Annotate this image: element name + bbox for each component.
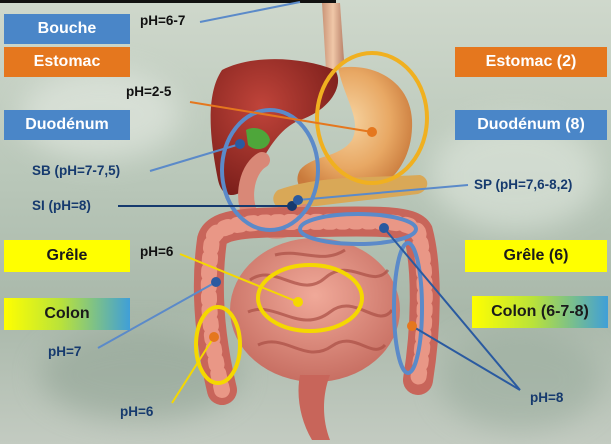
- label-grele-right: Grêle (6): [465, 240, 607, 272]
- annotation-si: SI (pH=8): [32, 198, 91, 213]
- annotation-ph-mouth: pH=6-7: [140, 13, 185, 28]
- label-bouche: Bouche: [4, 14, 130, 44]
- pointer-dot: [209, 332, 219, 342]
- annotation-ph-small-intestine: pH=6: [140, 244, 173, 259]
- label-grele: Grêle: [4, 240, 130, 272]
- leader-line: [200, 2, 300, 22]
- label-estomac: Estomac: [4, 47, 130, 77]
- pointer-dot: [367, 127, 377, 137]
- annotation-ph-colon-left: pH=7: [48, 344, 81, 359]
- annotation-ph-colon-lower: pH=6: [120, 404, 153, 419]
- label-duodenum-right: Duodénum (8): [455, 110, 607, 140]
- label-colon-right: Colon (6-7-8): [472, 296, 608, 328]
- pointer-dot: [211, 277, 221, 287]
- label-duodenum: Duodénum: [4, 110, 130, 140]
- esophagus: [322, 3, 344, 70]
- pointer-dot: [293, 297, 303, 307]
- pointer-dot: [407, 321, 417, 331]
- annotation-ph-stomach: pH=2-5: [126, 84, 171, 99]
- annotation-sb: SB (pH=7-7,5): [32, 163, 120, 178]
- annotation-sp: SP (pH=7,6-8,2): [474, 177, 572, 192]
- rectum: [299, 375, 331, 440]
- annotation-ph-colon-right: pH=8: [530, 390, 563, 405]
- pointer-dot: [293, 195, 303, 205]
- label-estomac-right: Estomac (2): [455, 47, 607, 77]
- pointer-dot: [235, 139, 245, 149]
- label-colon: Colon: [4, 298, 130, 330]
- pointer-dot: [379, 223, 389, 233]
